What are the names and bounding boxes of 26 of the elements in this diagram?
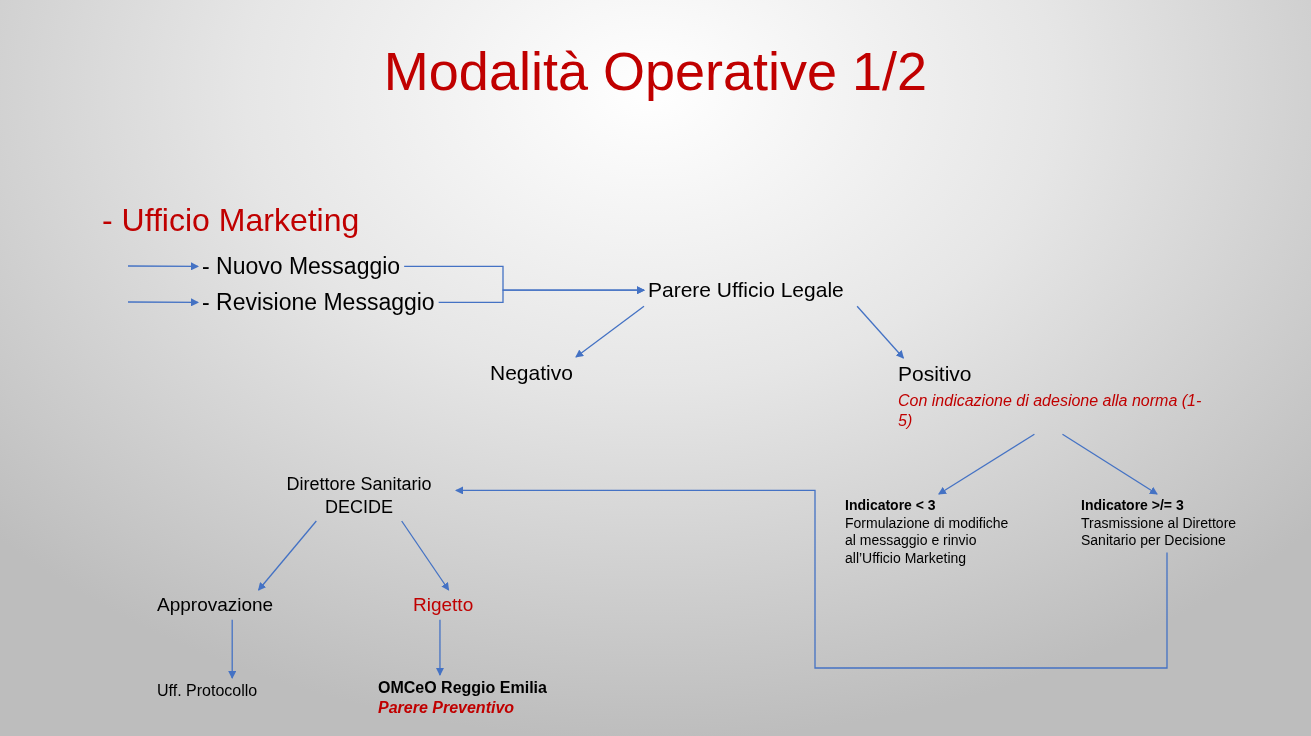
outcome-text: Approvazione [153,590,285,620]
section-heading: - Ufficio Marketing [102,202,360,239]
arrow [938,433,1036,495]
outcome-text: Positivo Con indicazione di adesione alla norma (1-5) [894,358,1206,435]
destination-text: Uff. Protocollo [153,678,277,704]
arrow [1061,433,1158,495]
arrow [228,619,237,679]
arrow [257,520,317,591]
outcome-note: Indicatore >/= 3 Trasmissione al Direttore Sanitario per Decisione [1077,494,1277,553]
arrow [435,619,444,676]
list-item: - Revisione Messaggio [198,285,439,320]
slide-title: Modalità Operative 1/2 [382,40,929,102]
step-text: Parere Ufficio Legale [644,274,866,307]
outcome-note: Indicatore < 3 Formulazione di modifiche al messaggio e rinvio all’Ufficio Marketing [841,494,1019,570]
arrow [575,305,645,358]
outcome-text: Rigetto [409,590,481,620]
list-item: - Nuovo Messaggio [198,249,405,284]
arrow [127,262,199,271]
destination-text: OMCeO Reggio Emilia Parere Preventivo [374,675,564,721]
arrow [455,486,1168,669]
arrow [438,286,645,304]
arrow [401,520,450,591]
decision-text: Direttore Sanitario DECIDE [262,470,456,521]
arrow [127,298,199,307]
outcome-text: Negativo [486,357,586,390]
arrow [856,305,905,359]
